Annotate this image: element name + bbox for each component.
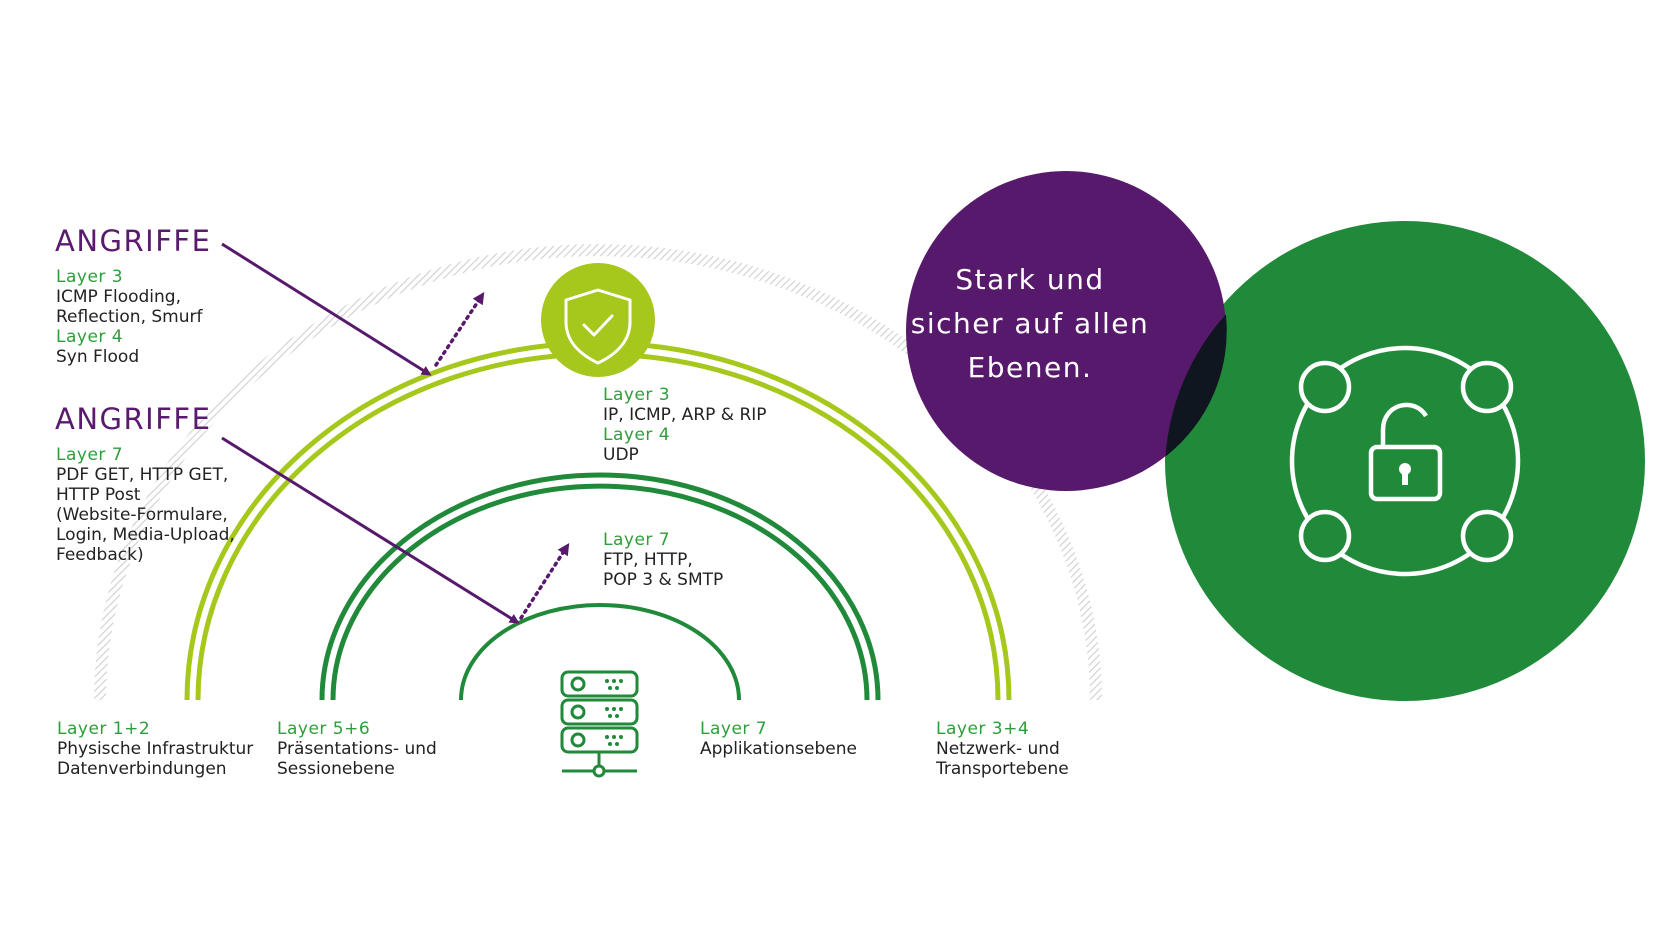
attacks-top-layer3-line: Reflection, Smurf bbox=[56, 307, 203, 327]
bottom-label-title: Layer 3+4 bbox=[936, 719, 1030, 739]
attacks-bottom-layer7-line: Feedback) bbox=[56, 545, 144, 565]
bottom-label-line: Physische Infrastruktur bbox=[57, 739, 254, 759]
green-arc-core bbox=[459, 603, 741, 701]
bottom-label-line: Datenverbindungen bbox=[57, 759, 227, 779]
bottom-label-title: Layer 7 bbox=[700, 719, 768, 739]
slogan-line: Stark und bbox=[955, 263, 1105, 296]
deflect-arrow-top bbox=[434, 291, 485, 367]
circle-overlap bbox=[1165, 314, 1227, 457]
protection-outer-layer3-text: IP, ICMP, ARP & RIP bbox=[603, 405, 767, 425]
bottom-label-layer56: Layer 5+6 Präsentations- und Sessioneben… bbox=[277, 719, 437, 779]
bottom-label-line: Sessionebene bbox=[277, 759, 395, 779]
attacks-top-layer4-line: Syn Flood bbox=[56, 347, 140, 367]
shield-check-icon bbox=[541, 263, 655, 377]
attacks-bottom-layer7-line: Login, Media-Upload, bbox=[56, 525, 235, 545]
bottom-label-line: Netzwerk- und bbox=[936, 739, 1060, 759]
bottom-label-layer34: Layer 3+4 Netzwerk- und Transportebene bbox=[936, 719, 1069, 779]
attacks-top-title: ANGRIFFE bbox=[55, 224, 212, 258]
green-arc-outer bbox=[319, 472, 881, 701]
protection-inner-layer7-line: FTP, HTTP, bbox=[603, 550, 693, 570]
protection-outer-text: Layer 3 IP, ICMP, ARP & RIP Layer 4 UDP bbox=[603, 385, 767, 465]
protection-outer-layer4-text: UDP bbox=[603, 445, 639, 465]
attacks-bottom-layer7-line: PDF GET, HTTP GET, bbox=[56, 465, 229, 485]
attack-arrow-bottom bbox=[221, 436, 520, 624]
attacks-bottom-details: Layer 7 PDF GET, HTTP GET, HTTP Post (We… bbox=[56, 445, 235, 565]
attacks-bottom-layer7-line: HTTP Post bbox=[56, 485, 141, 505]
network-lock-icon bbox=[1289, 345, 1521, 577]
attacks-top-details: Layer 3 ICMP Flooding, Reflection, Smurf… bbox=[56, 267, 203, 367]
slogan: Stark und sicher auf allen Ebenen. bbox=[905, 258, 1155, 390]
deflect-arrow-bottom bbox=[519, 542, 570, 620]
lime-arc-outer bbox=[184, 340, 1012, 701]
protection-inner-text: Layer 7 FTP, HTTP, POP 3 & SMTP bbox=[603, 530, 723, 590]
bottom-label-layer7: Layer 7 Applikationsebene bbox=[700, 719, 857, 759]
slogan-line: Ebenen. bbox=[967, 351, 1093, 384]
attacks-top-layer3-label: Layer 3 bbox=[56, 267, 124, 287]
attacks-bottom-title: ANGRIFFE bbox=[55, 402, 212, 436]
bottom-label-title: Layer 1+2 bbox=[57, 719, 151, 739]
lime-arc-inner bbox=[195, 351, 1001, 701]
bottom-label-line: Präsentations- und bbox=[277, 739, 437, 759]
purple-circle bbox=[906, 171, 1226, 491]
bottom-label-line: Applikationsebene bbox=[700, 739, 857, 759]
green-arc-inner bbox=[330, 483, 870, 701]
attacks-top-layer3-line: ICMP Flooding, bbox=[56, 287, 181, 307]
protection-inner-layer7-label: Layer 7 bbox=[603, 530, 671, 550]
bottom-label-title: Layer 5+6 bbox=[277, 719, 371, 739]
protection-outer-layer3-label: Layer 3 bbox=[603, 385, 671, 405]
bottom-label-line: Transportebene bbox=[936, 759, 1069, 779]
attacks-bottom-layer7-label: Layer 7 bbox=[56, 445, 124, 465]
protection-outer-layer4-label: Layer 4 bbox=[603, 425, 671, 445]
attacks-top-layer4-label: Layer 4 bbox=[56, 327, 124, 347]
attack-arrow-top bbox=[221, 242, 432, 376]
attacks-bottom-layer7-line: (Website-Formulare, bbox=[56, 505, 228, 525]
slogan-line: sicher auf allen bbox=[910, 307, 1150, 340]
green-circle bbox=[1165, 221, 1645, 701]
bottom-label-layer12: Layer 1+2 Physische Infrastruktur Datenv… bbox=[57, 719, 253, 779]
server-rack-icon bbox=[560, 670, 639, 778]
protection-inner-layer7-line: POP 3 & SMTP bbox=[603, 570, 724, 590]
